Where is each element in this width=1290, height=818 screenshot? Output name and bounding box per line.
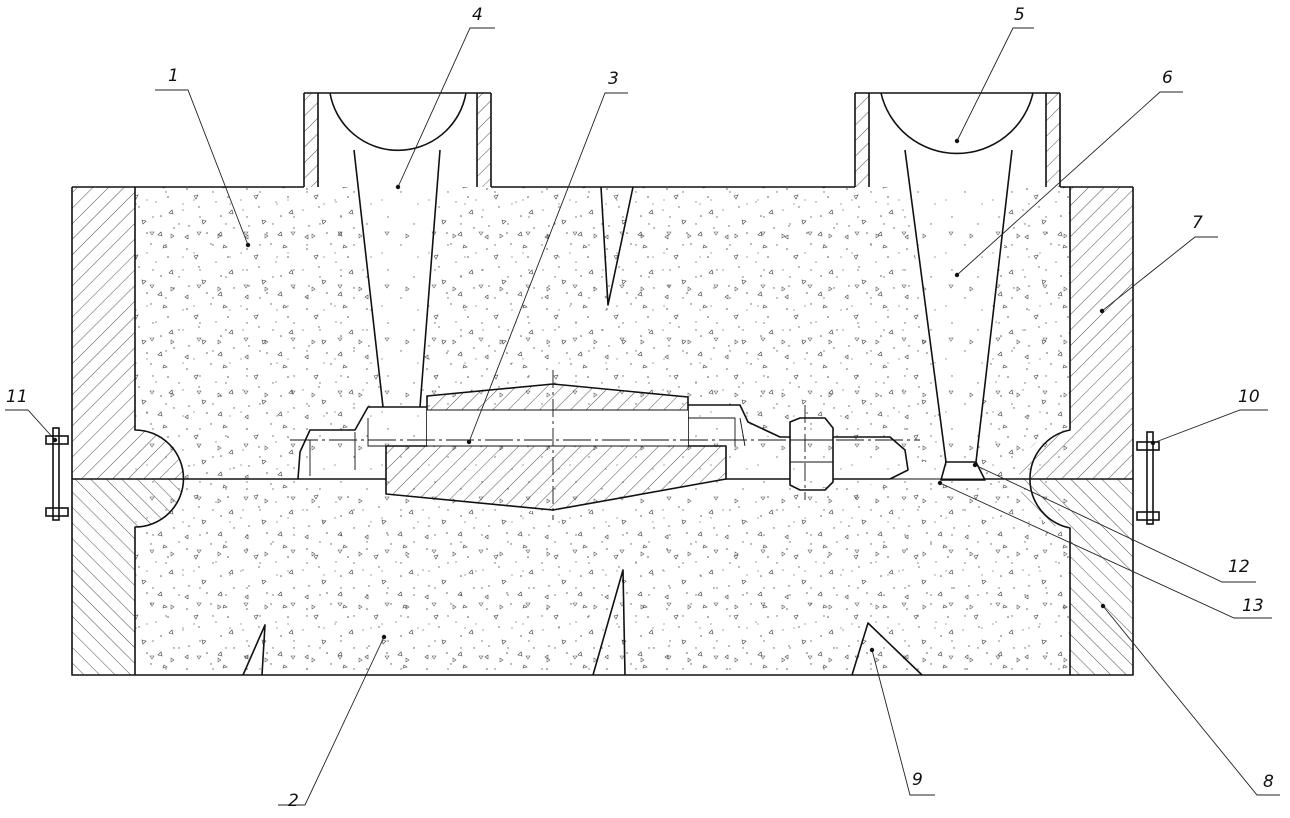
callout-11: 11 xyxy=(6,387,28,407)
callout-2: 2 xyxy=(288,791,299,811)
callout-6: 6 xyxy=(1162,68,1173,88)
callout-5: 5 xyxy=(1014,5,1025,25)
callout-7: 7 xyxy=(1192,213,1203,233)
pouring-cup-left xyxy=(303,92,492,408)
flask-walls xyxy=(72,93,1133,675)
flask-outline xyxy=(71,186,1134,676)
callout-labels: 1 2 3 4 5 6 7 8 9 10 11 12 13 xyxy=(6,5,1274,811)
right-clamp-pin xyxy=(1136,431,1160,525)
callout-8: 8 xyxy=(1263,772,1274,792)
casting-pattern xyxy=(290,370,920,520)
callout-4: 4 xyxy=(472,5,483,25)
left-clamp-pin xyxy=(45,427,69,521)
callout-10: 10 xyxy=(1238,387,1260,407)
callout-9: 9 xyxy=(912,770,923,790)
callout-1: 1 xyxy=(168,66,179,86)
callout-12: 12 xyxy=(1228,557,1250,577)
vent-marks xyxy=(242,186,923,676)
callout-leaders xyxy=(5,27,1280,806)
pouring-cup-right xyxy=(854,92,1061,481)
callout-3: 3 xyxy=(608,69,619,89)
callout-13: 13 xyxy=(1242,596,1264,616)
